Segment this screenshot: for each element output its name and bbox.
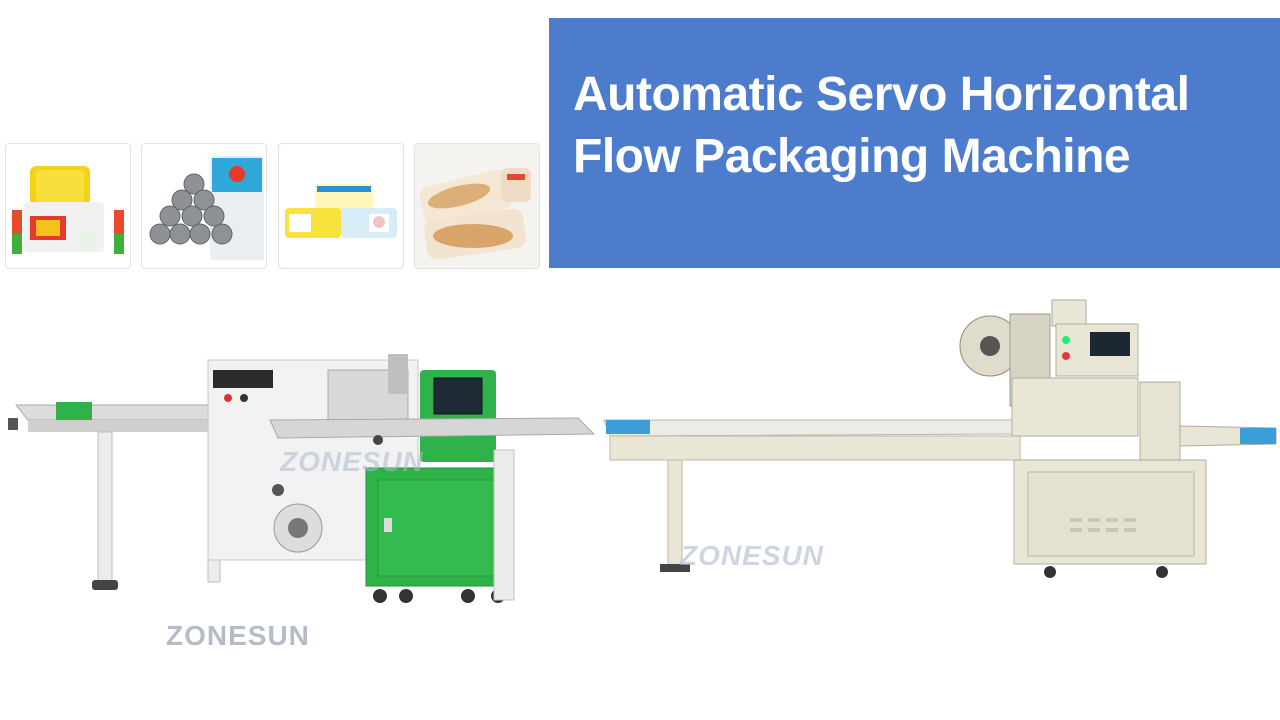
watermark-logo: ZONESUN [680, 540, 824, 571]
bread-image [415, 144, 539, 268]
soap-image [12, 166, 124, 254]
watermark-logo: ZONESUN [280, 446, 424, 477]
brand-logo: ZONESUN [166, 620, 310, 651]
left-packaging-machine [8, 350, 598, 610]
title-line-2: Flow Packaging Machine [573, 130, 1131, 183]
right-packaging-machine [600, 296, 1280, 586]
wet-wipes-image [285, 184, 397, 238]
title-line-1: Automatic Servo Horizontal [573, 68, 1190, 121]
steel-wool-image [149, 156, 264, 260]
thumbnail-bread [414, 143, 540, 269]
title-banner: Automatic Servo Horizontal Flow Packagin… [549, 18, 1280, 268]
thumbnail-wet-wipes [278, 143, 404, 269]
thumbnail-soap [5, 143, 131, 269]
thumbnail-steel-wool [141, 143, 267, 269]
page-title: Automatic Servo Horizontal Flow Packagin… [573, 64, 1273, 188]
